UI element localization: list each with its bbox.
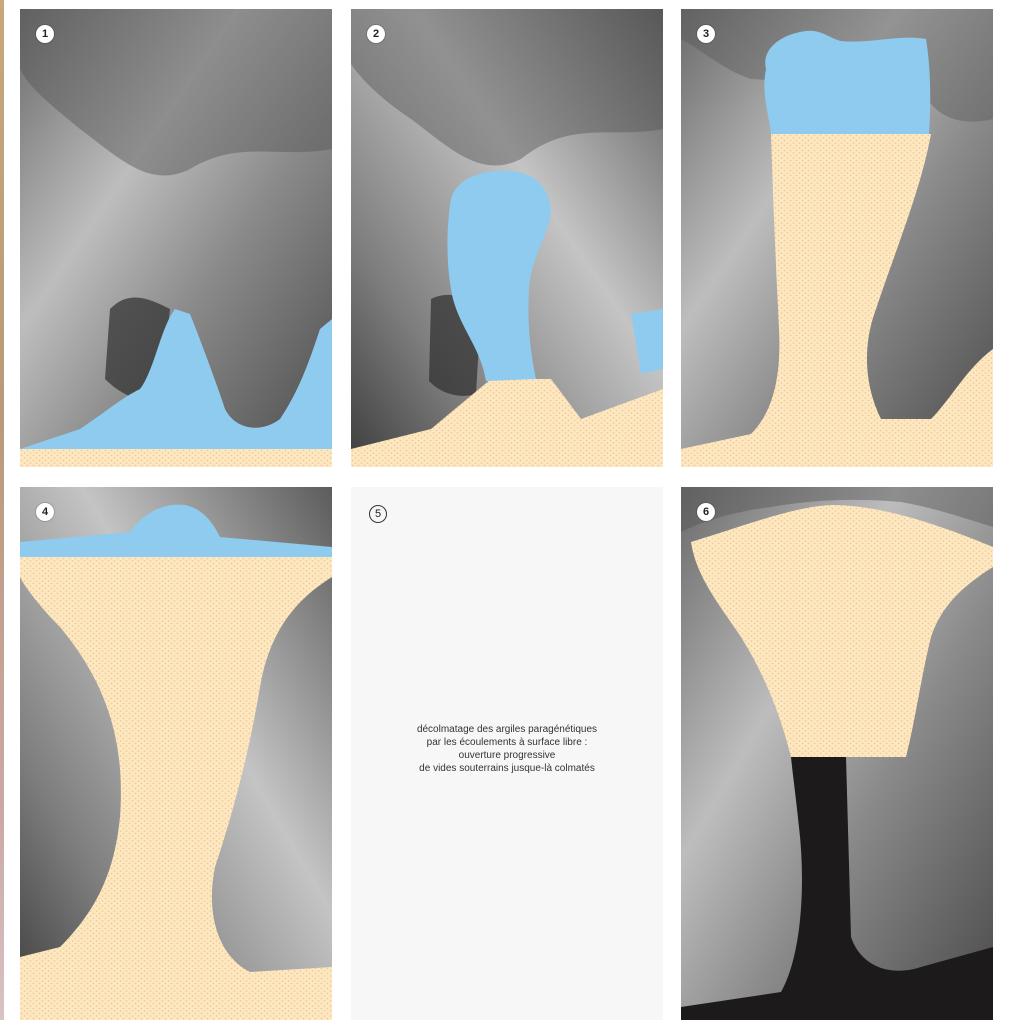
diagram-panel-2: 2: [351, 9, 663, 467]
caption-line: ouverture progressive: [371, 749, 643, 762]
caption-line: de vides souterrains jusque-là colmatés: [371, 762, 643, 775]
panel-number-badge: 5: [369, 505, 387, 523]
panel-3-illustration: [681, 9, 993, 467]
caption-line: décolmatage des argiles paragénétiques: [371, 723, 643, 736]
panel-5-caption: décolmatage des argiles paragénétiques p…: [371, 723, 643, 775]
panel-6-illustration: [681, 487, 993, 1020]
water-pocket: [764, 31, 930, 134]
diagram-panel-3: 3: [681, 9, 993, 467]
panel-number-badge: 6: [697, 503, 715, 521]
diagram-panel-6: 6: [681, 487, 993, 1020]
panel-1-illustration: [20, 9, 332, 467]
panel-number-badge: 4: [36, 503, 54, 521]
panel-4-illustration: [20, 487, 332, 1020]
caption-line: par les écoulements à surface libre :: [371, 736, 643, 749]
diagram-panel-5: 5 décolmatage des argiles paragénétiques…: [351, 487, 663, 1020]
diagram-panel-4: 4: [20, 487, 332, 1020]
left-edge-strip: [0, 0, 4, 1020]
panel-2-illustration: [351, 9, 663, 467]
panel-number-badge: 1: [36, 25, 54, 43]
panel-number-badge: 3: [697, 25, 715, 43]
diagram-panel-1: 1: [20, 9, 332, 467]
panel-number-badge: 2: [367, 25, 385, 43]
